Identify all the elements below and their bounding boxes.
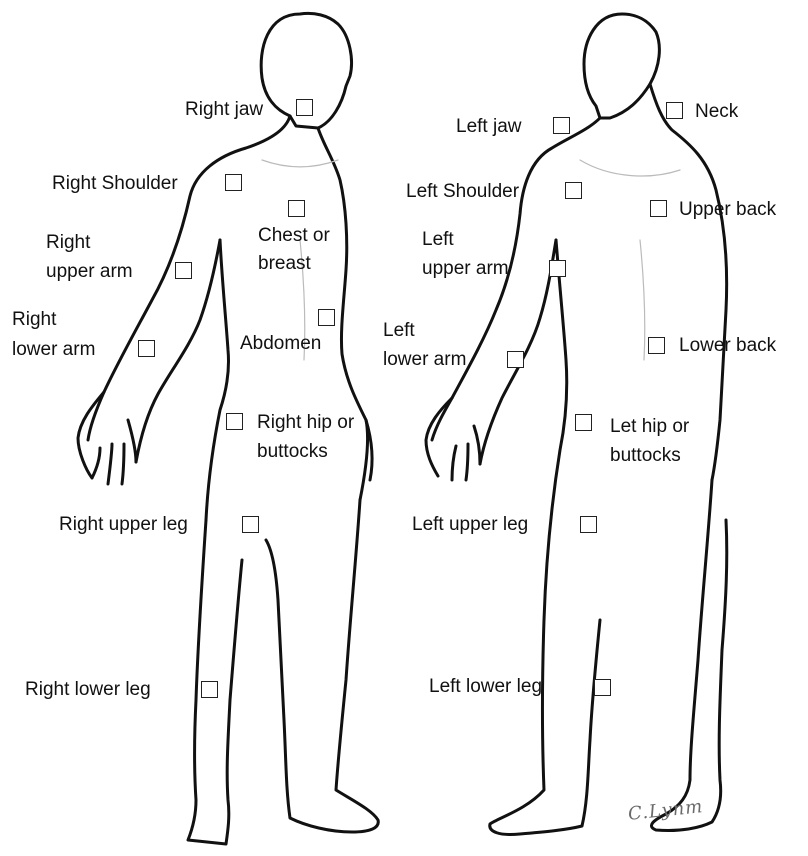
label-right-hip-line1: Right hip or [257, 410, 354, 436]
label-left-shoulder: Left Shoulder [406, 179, 519, 205]
checkbox-right-upper-arm[interactable] [175, 262, 192, 279]
label-right-jaw: Right jaw [185, 97, 263, 123]
label-chest-line1: Chest or [258, 223, 330, 249]
checkbox-left-shoulder[interactable] [565, 182, 582, 199]
checkbox-left-upper-arm[interactable] [549, 260, 566, 277]
label-lower-back: Lower back [679, 333, 776, 359]
label-left-upper-arm-line1: Left [422, 227, 454, 253]
label-right-lower-arm-line2: lower arm [12, 337, 95, 363]
checkbox-left-hip[interactable] [575, 414, 592, 431]
checkbox-abdomen[interactable] [318, 309, 335, 326]
checkbox-lower-back[interactable] [648, 337, 665, 354]
label-left-hip-line1: Let hip or [610, 414, 689, 440]
label-left-lower-arm-line1: Left [383, 318, 415, 344]
checkbox-upper-back[interactable] [650, 200, 667, 217]
label-right-lower-leg: Right lower leg [25, 677, 151, 703]
checkbox-right-upper-leg[interactable] [242, 516, 259, 533]
checkbox-right-jaw[interactable] [296, 99, 313, 116]
checkbox-chest[interactable] [288, 200, 305, 217]
label-left-lower-arm-line2: lower arm [383, 347, 466, 373]
checkbox-neck[interactable] [666, 102, 683, 119]
label-abdomen: Abdomen [240, 331, 321, 357]
label-upper-back: Upper back [679, 197, 776, 223]
label-left-jaw: Left jaw [456, 114, 521, 140]
label-left-hip-line2: buttocks [610, 443, 681, 469]
label-right-hip-line2: buttocks [257, 439, 328, 465]
label-right-upper-arm-line2: upper arm [46, 259, 133, 285]
label-left-lower-leg: Left lower leg [429, 674, 542, 700]
checkbox-right-lower-arm[interactable] [138, 340, 155, 357]
checkbox-right-hip[interactable] [226, 413, 243, 430]
checkbox-left-lower-leg[interactable] [594, 679, 611, 696]
label-left-upper-arm-line2: upper arm [422, 256, 509, 282]
label-right-shoulder: Right Shoulder [52, 171, 178, 197]
label-left-upper-leg: Left upper leg [412, 512, 528, 538]
checkbox-right-lower-leg[interactable] [201, 681, 218, 698]
label-right-lower-arm-line1: Right [12, 307, 56, 333]
checkbox-right-shoulder[interactable] [225, 174, 242, 191]
checkbox-left-lower-arm[interactable] [507, 351, 524, 368]
label-right-upper-arm-line1: Right [46, 230, 90, 256]
label-neck: Neck [695, 99, 738, 125]
checkbox-left-jaw[interactable] [553, 117, 570, 134]
label-right-upper-leg: Right upper leg [59, 512, 188, 538]
label-chest-line2: breast [258, 251, 311, 277]
checkbox-left-upper-leg[interactable] [580, 516, 597, 533]
